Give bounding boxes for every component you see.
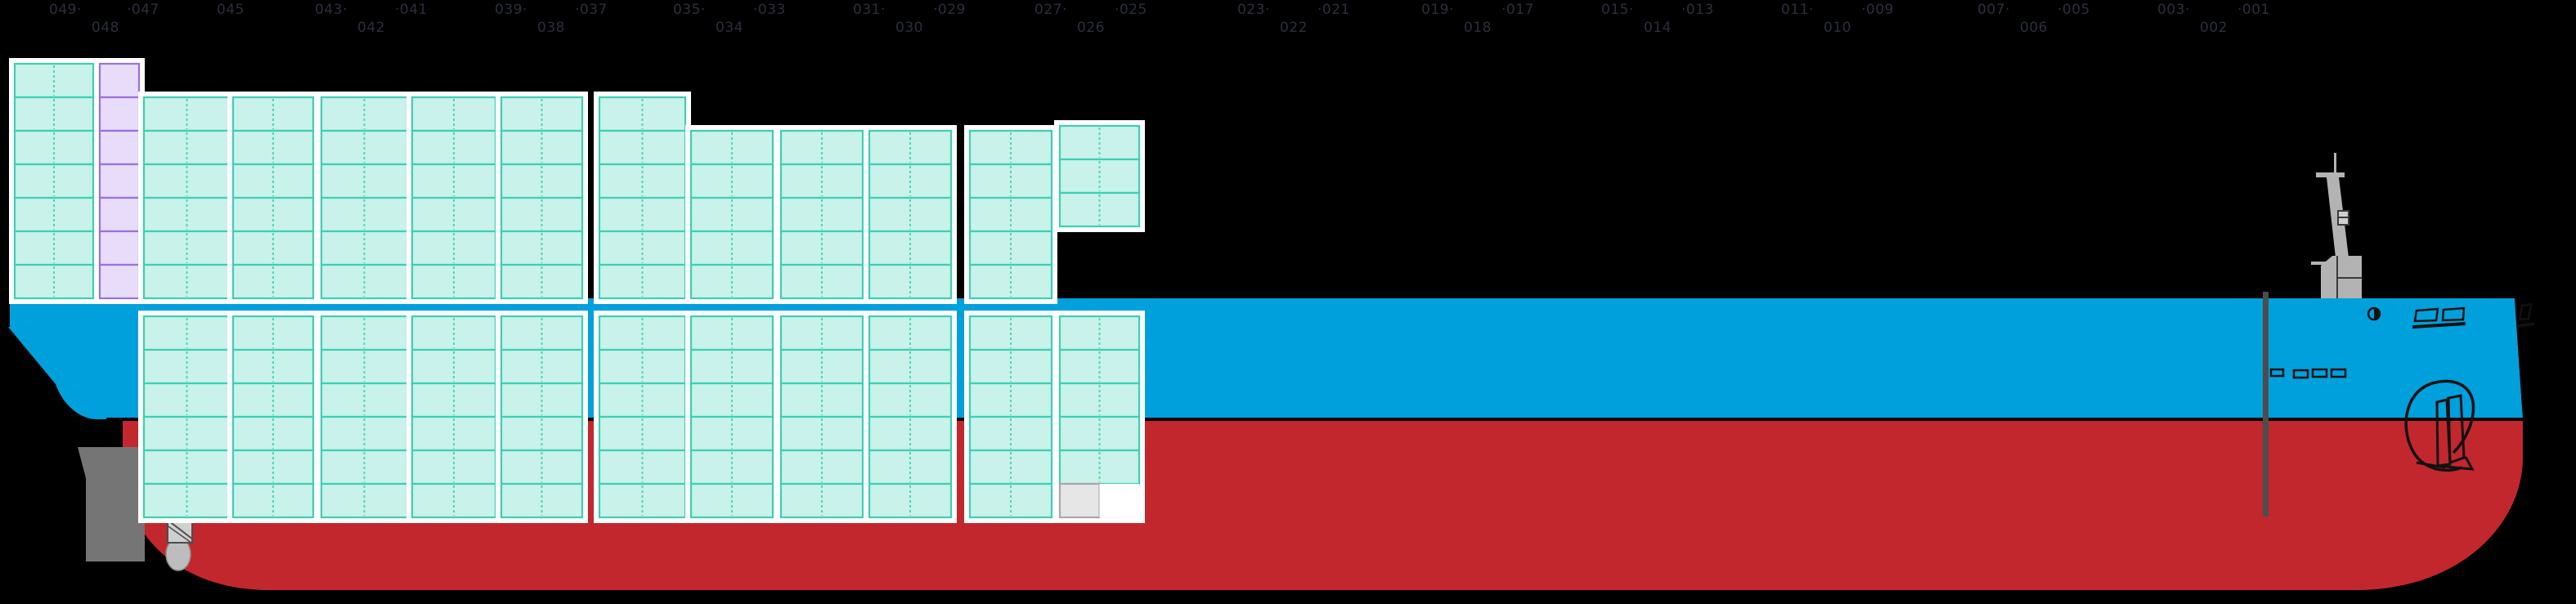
bay-stack-bay-026 [496,92,588,523]
bay-label-even[interactable]: 022 [1280,20,1308,36]
porthole-inner-icon [2374,309,2379,319]
bay-label-odd[interactable]: 031· [853,2,886,18]
bay-label-odd[interactable]: ·047 [127,2,159,18]
bay-label-even[interactable]: 030 [895,20,923,36]
container-cell-purple[interactable] [98,96,141,132]
bay-label-odd[interactable]: ·037 [575,2,608,18]
bay-label-odd[interactable]: ·029 [933,2,966,18]
stern-notch [0,298,10,327]
bay-stack-bay-034 [316,92,413,523]
bay-label-odd[interactable]: 027· [1034,2,1067,18]
container-cell-purple[interactable] [98,163,141,199]
propeller-blade-edge [165,524,192,544]
bay-label-odd[interactable]: 011· [1781,2,1814,18]
bay-label-odd[interactable]: 019· [1421,2,1454,18]
bay-label-odd[interactable]: ·017 [1501,2,1534,18]
mast-crosstree [2316,172,2345,177]
bay-label-even[interactable]: 038 [537,20,565,36]
bay-label-odd[interactable]: 015· [1601,2,1634,18]
bow-stack-guide-mark [2269,368,2285,378]
bay-label-odd[interactable]: 023· [1237,2,1270,18]
bay-label-even[interactable]: 034 [716,20,743,36]
porthole-icon [2367,306,2381,321]
bay-stack-bay-022 [594,92,691,523]
bay-label-even[interactable]: 006 [2020,20,2048,36]
bay-label-even[interactable]: 018 [1464,20,1492,36]
bay-label-odd[interactable]: ·013 [1681,2,1714,18]
bay-label-odd[interactable]: ·041 [395,2,428,18]
rudder-blade [86,478,145,561]
bay-stack-bay-042 [138,92,236,523]
bay-label-odd[interactable]: 039· [495,2,527,18]
bay-label-even[interactable]: 026 [1077,20,1105,36]
bay-stack-bay-002 [1054,120,1145,523]
draft-marks-icon [2292,368,2347,379]
bay-label-odd[interactable]: 049· [49,2,82,18]
container-cell-purple[interactable] [98,263,141,300]
bay-label-odd[interactable]: ·009 [1861,2,1894,18]
bow-thruster-mark-icon [2516,302,2535,328]
container-slot-empty[interactable] [1099,484,1140,517]
deckhouse-bevel [2321,256,2362,266]
hawse-pipe-pair-icon [2412,306,2466,329]
bay-stack-bay-038 [227,92,319,523]
bay-label-odd[interactable]: 043· [315,2,348,18]
hull-bow-stem [2376,298,2523,419]
bow-markings-group [2263,292,2535,517]
container-cell-purple[interactable] [98,196,141,233]
mast-antenna [2334,153,2336,175]
container-stacks-layer [9,58,1145,523]
deckhouse-block [2321,266,2362,298]
bay-label-even[interactable]: 048 [92,20,119,36]
bay-label-odd[interactable]: 007· [1977,2,2010,18]
container-cell-purple[interactable] [98,230,141,266]
bay-label-odd[interactable]: ·005 [2058,2,2090,18]
container-cell-gray[interactable] [1058,482,1101,519]
hull-bow-cutaway [2515,298,2576,433]
bay-label-even[interactable]: 010 [1824,20,1851,36]
bay-stack-bay-014 [775,125,868,523]
forward-mast-group [2311,153,2362,298]
anchor-icon [2404,379,2475,472]
bay-stack-bay-010 [864,125,957,523]
container-cell-purple[interactable] [98,62,141,99]
container-cell-purple[interactable] [98,129,141,166]
bay-stack-bay-048 [9,58,145,304]
bay-label-odd[interactable]: 045 [217,2,245,18]
bay-label-even[interactable]: 002 [2200,20,2228,36]
bow-stack-guide [2263,292,2269,517]
bay-label-odd[interactable]: ·021 [1317,2,1350,18]
bay-label-even[interactable]: 042 [357,20,385,36]
bay-stack-bay-030 [406,92,501,523]
bay-label-odd[interactable]: 003· [2157,2,2190,18]
bay-stack-bay-018 [685,125,779,523]
bay-label-even[interactable]: 014 [1644,20,1672,36]
bay-label-odd[interactable]: 035· [673,2,706,18]
bay-stack-bay-006 [964,125,1057,523]
bay-label-odd[interactable]: ·033 [753,2,786,18]
bay-label-odd[interactable]: ·001 [2237,2,2270,18]
bay-label-odd[interactable]: ·025 [1115,2,1147,18]
